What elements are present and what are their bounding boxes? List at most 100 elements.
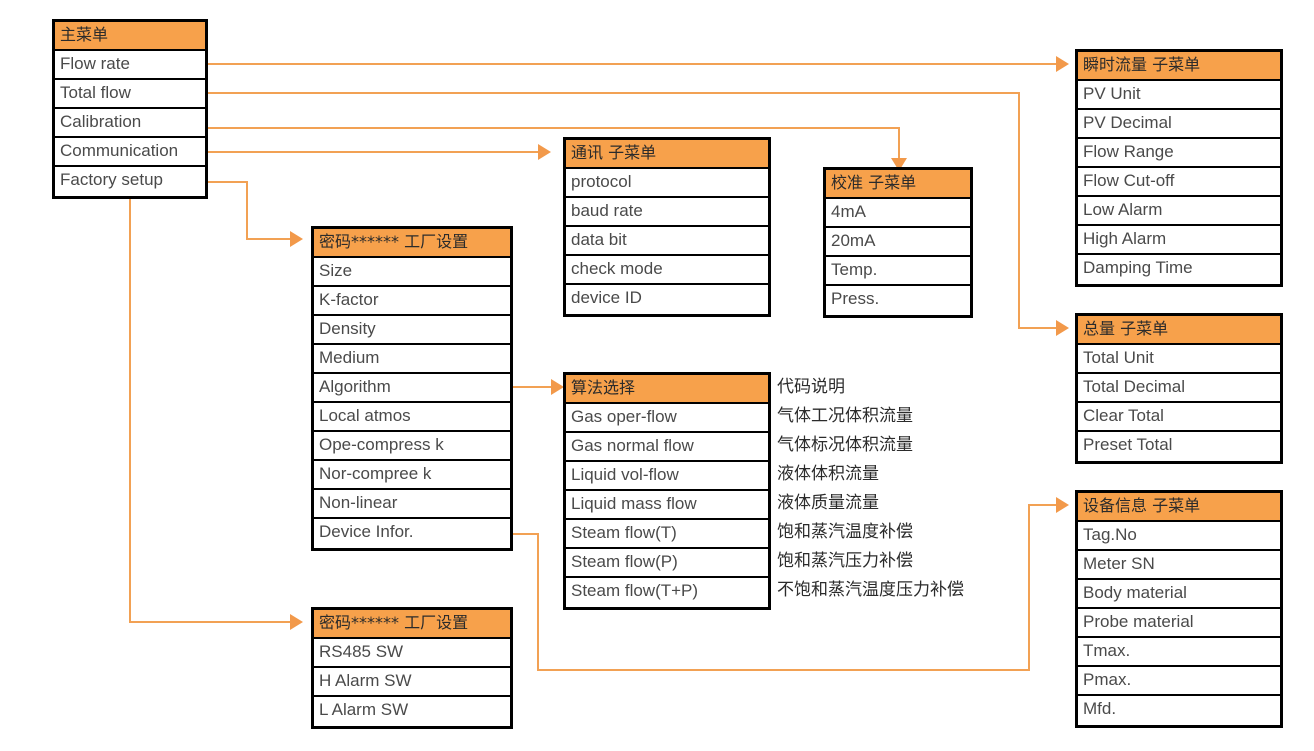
connector-deviceinfo-v2	[1028, 504, 1030, 671]
algorithm-description-steam-flow-p: 饱和蒸汽压力补偿	[777, 551, 913, 571]
main-menu-box: 主菜单 Flow rate Total flow Calibration Com…	[52, 19, 208, 199]
device-info-item-pmax[interactable]: Pmax.	[1078, 667, 1280, 696]
factory-setup-2-submenu-box: 密码****** 工厂设置 RS485 SW H Alarm SW L Alar…	[311, 607, 513, 729]
factory-setup-submenu-box: 密码****** 工厂设置 Size K-factor Density Medi…	[311, 226, 513, 551]
total-flow-submenu-header: 总量 子菜单	[1078, 316, 1280, 345]
device-info-item-tag-no[interactable]: Tag.No	[1078, 522, 1280, 551]
factory-setup-item-density[interactable]: Density	[314, 316, 510, 345]
connector-totalflow-v	[1018, 92, 1020, 328]
algorithm-item-liquid-mass-flow[interactable]: Liquid mass flow	[566, 491, 768, 520]
algorithm-item-steam-flow-p[interactable]: Steam flow(P)	[566, 549, 768, 578]
factory-setup-item-nor-compree-k[interactable]: Nor-compree k	[314, 461, 510, 490]
total-flow-item-total-unit[interactable]: Total Unit	[1078, 345, 1280, 374]
connector-flowrate	[208, 63, 1056, 65]
algorithm-item-gas-normal-flow[interactable]: Gas normal flow	[566, 433, 768, 462]
connector-communication	[208, 151, 538, 153]
flow-rate-item-flow-range[interactable]: Flow Range	[1078, 139, 1280, 168]
calibration-item-temp[interactable]: Temp.	[826, 257, 970, 286]
calibration-item-press[interactable]: Press.	[826, 286, 970, 315]
main-menu-item-flow-rate[interactable]: Flow rate	[55, 51, 205, 80]
total-flow-item-total-decimal[interactable]: Total Decimal	[1078, 374, 1280, 403]
flow-rate-item-damping-time[interactable]: Damping Time	[1078, 255, 1280, 284]
flow-rate-item-low-alarm[interactable]: Low Alarm	[1078, 197, 1280, 226]
algorithm-submenu-box: 算法选择 Gas oper-flow Gas normal flow Liqui…	[563, 372, 771, 610]
flow-rate-item-flow-cut-off[interactable]: Flow Cut-off	[1078, 168, 1280, 197]
total-flow-submenu-box: 总量 子菜单 Total Unit Total Decimal Clear To…	[1075, 313, 1283, 464]
communication-item-data-bit[interactable]: data bit	[566, 227, 768, 256]
calibration-item-20ma[interactable]: 20mA	[826, 228, 970, 257]
arrowhead-factory2	[290, 614, 303, 630]
factory-setup-item-size[interactable]: Size	[314, 258, 510, 287]
factory-setup-2-item-h-alarm-sw[interactable]: H Alarm SW	[314, 668, 510, 697]
arrowhead-factory1	[290, 231, 303, 247]
main-menu-item-factory-setup[interactable]: Factory setup	[55, 167, 205, 196]
communication-item-protocol[interactable]: protocol	[566, 169, 768, 198]
algorithm-description-liquid-vol-flow: 液体体积流量	[777, 464, 879, 484]
main-menu-item-calibration[interactable]: Calibration	[55, 109, 205, 138]
connector-totalflow-h1	[208, 92, 1020, 94]
factory-setup-item-medium[interactable]: Medium	[314, 345, 510, 374]
algorithm-item-steam-flow-t[interactable]: Steam flow(T)	[566, 520, 768, 549]
device-info-item-meter-sn[interactable]: Meter SN	[1078, 551, 1280, 580]
arrowhead-communication	[538, 144, 551, 160]
main-menu-item-total-flow[interactable]: Total flow	[55, 80, 205, 109]
connector-factory1-h2	[246, 238, 290, 240]
algorithm-descriptions-column: 代码说明 气体工况体积流量 气体标况体积流量 液体体积流量 液体质量流量 饱和蒸…	[777, 374, 1077, 606]
algorithm-descriptions-header: 代码说明	[777, 377, 845, 397]
factory-setup-2-item-rs485-sw[interactable]: RS485 SW	[314, 639, 510, 668]
main-menu-item-communication[interactable]: Communication	[55, 138, 205, 167]
arrowhead-totalflow	[1056, 320, 1069, 336]
connector-calibration-h	[208, 127, 900, 129]
algorithm-description-steam-flow-tp: 不饱和蒸汽温度压力补偿	[777, 580, 964, 600]
calibration-submenu-header: 校准 子菜单	[826, 170, 970, 199]
flow-rate-submenu-header: 瞬时流量 子菜单	[1078, 52, 1280, 81]
arrowhead-algorithm	[551, 379, 564, 395]
device-info-item-probe-material[interactable]: Probe material	[1078, 609, 1280, 638]
connector-algorithm	[513, 386, 551, 388]
factory-setup-2-item-l-alarm-sw[interactable]: L Alarm SW	[314, 697, 510, 726]
algorithm-description-steam-flow-t: 饱和蒸汽温度补偿	[777, 522, 913, 542]
connector-deviceinfo-h1	[513, 533, 539, 535]
connector-deviceinfo-h2	[537, 669, 1030, 671]
communication-item-baud-rate[interactable]: baud rate	[566, 198, 768, 227]
communication-item-check-mode[interactable]: check mode	[566, 256, 768, 285]
arrowhead-flowrate	[1056, 56, 1069, 72]
algorithm-description-gas-normal-flow: 气体标况体积流量	[777, 435, 913, 455]
algorithm-item-gas-oper-flow[interactable]: Gas oper-flow	[566, 404, 768, 433]
algorithm-description-gas-oper-flow: 气体工况体积流量	[777, 406, 913, 426]
connector-factory1-v	[246, 181, 248, 239]
factory-setup-item-local-atmos[interactable]: Local atmos	[314, 403, 510, 432]
total-flow-item-preset-total[interactable]: Preset Total	[1078, 432, 1280, 461]
device-info-item-tmax[interactable]: Tmax.	[1078, 638, 1280, 667]
factory-setup-item-k-factor[interactable]: K-factor	[314, 287, 510, 316]
device-info-item-mfd[interactable]: Mfd.	[1078, 696, 1280, 725]
communication-submenu-box: 通讯 子菜单 protocol baud rate data bit check…	[563, 137, 771, 317]
algorithm-item-steam-flow-tp[interactable]: Steam flow(T+P)	[566, 578, 768, 607]
device-info-submenu-header: 设备信息 子菜单	[1078, 493, 1280, 522]
flow-rate-item-high-alarm[interactable]: High Alarm	[1078, 226, 1280, 255]
connector-factory2-h	[129, 621, 290, 623]
communication-item-device-id[interactable]: device ID	[566, 285, 768, 314]
factory-setup-item-ope-compress-k[interactable]: Ope-compress k	[314, 432, 510, 461]
factory-setup-submenu-header: 密码****** 工厂设置	[314, 229, 510, 258]
flow-rate-submenu-box: 瞬时流量 子菜单 PV Unit PV Decimal Flow Range F…	[1075, 49, 1283, 287]
connector-deviceinfo-h3	[1028, 504, 1058, 506]
algorithm-submenu-header: 算法选择	[566, 375, 768, 404]
total-flow-item-clear-total[interactable]: Clear Total	[1078, 403, 1280, 432]
connector-factory1-h1	[208, 181, 248, 183]
flow-rate-item-pv-unit[interactable]: PV Unit	[1078, 81, 1280, 110]
factory-setup-2-submenu-header: 密码****** 工厂设置	[314, 610, 510, 639]
connector-calibration-v	[898, 127, 900, 162]
factory-setup-item-device-infor[interactable]: Device Infor.	[314, 519, 510, 548]
factory-setup-item-non-linear[interactable]: Non-linear	[314, 490, 510, 519]
algorithm-item-liquid-vol-flow[interactable]: Liquid vol-flow	[566, 462, 768, 491]
arrowhead-deviceinfo	[1056, 497, 1069, 513]
factory-setup-item-algorithm[interactable]: Algorithm	[314, 374, 510, 403]
calibration-item-4ma[interactable]: 4mA	[826, 199, 970, 228]
main-menu-header: 主菜单	[55, 22, 205, 51]
flow-rate-item-pv-decimal[interactable]: PV Decimal	[1078, 110, 1280, 139]
connector-deviceinfo-v1	[537, 533, 539, 671]
device-info-item-body-material[interactable]: Body material	[1078, 580, 1280, 609]
connector-totalflow-h2	[1018, 327, 1058, 329]
device-info-submenu-box: 设备信息 子菜单 Tag.No Meter SN Body material P…	[1075, 490, 1283, 728]
